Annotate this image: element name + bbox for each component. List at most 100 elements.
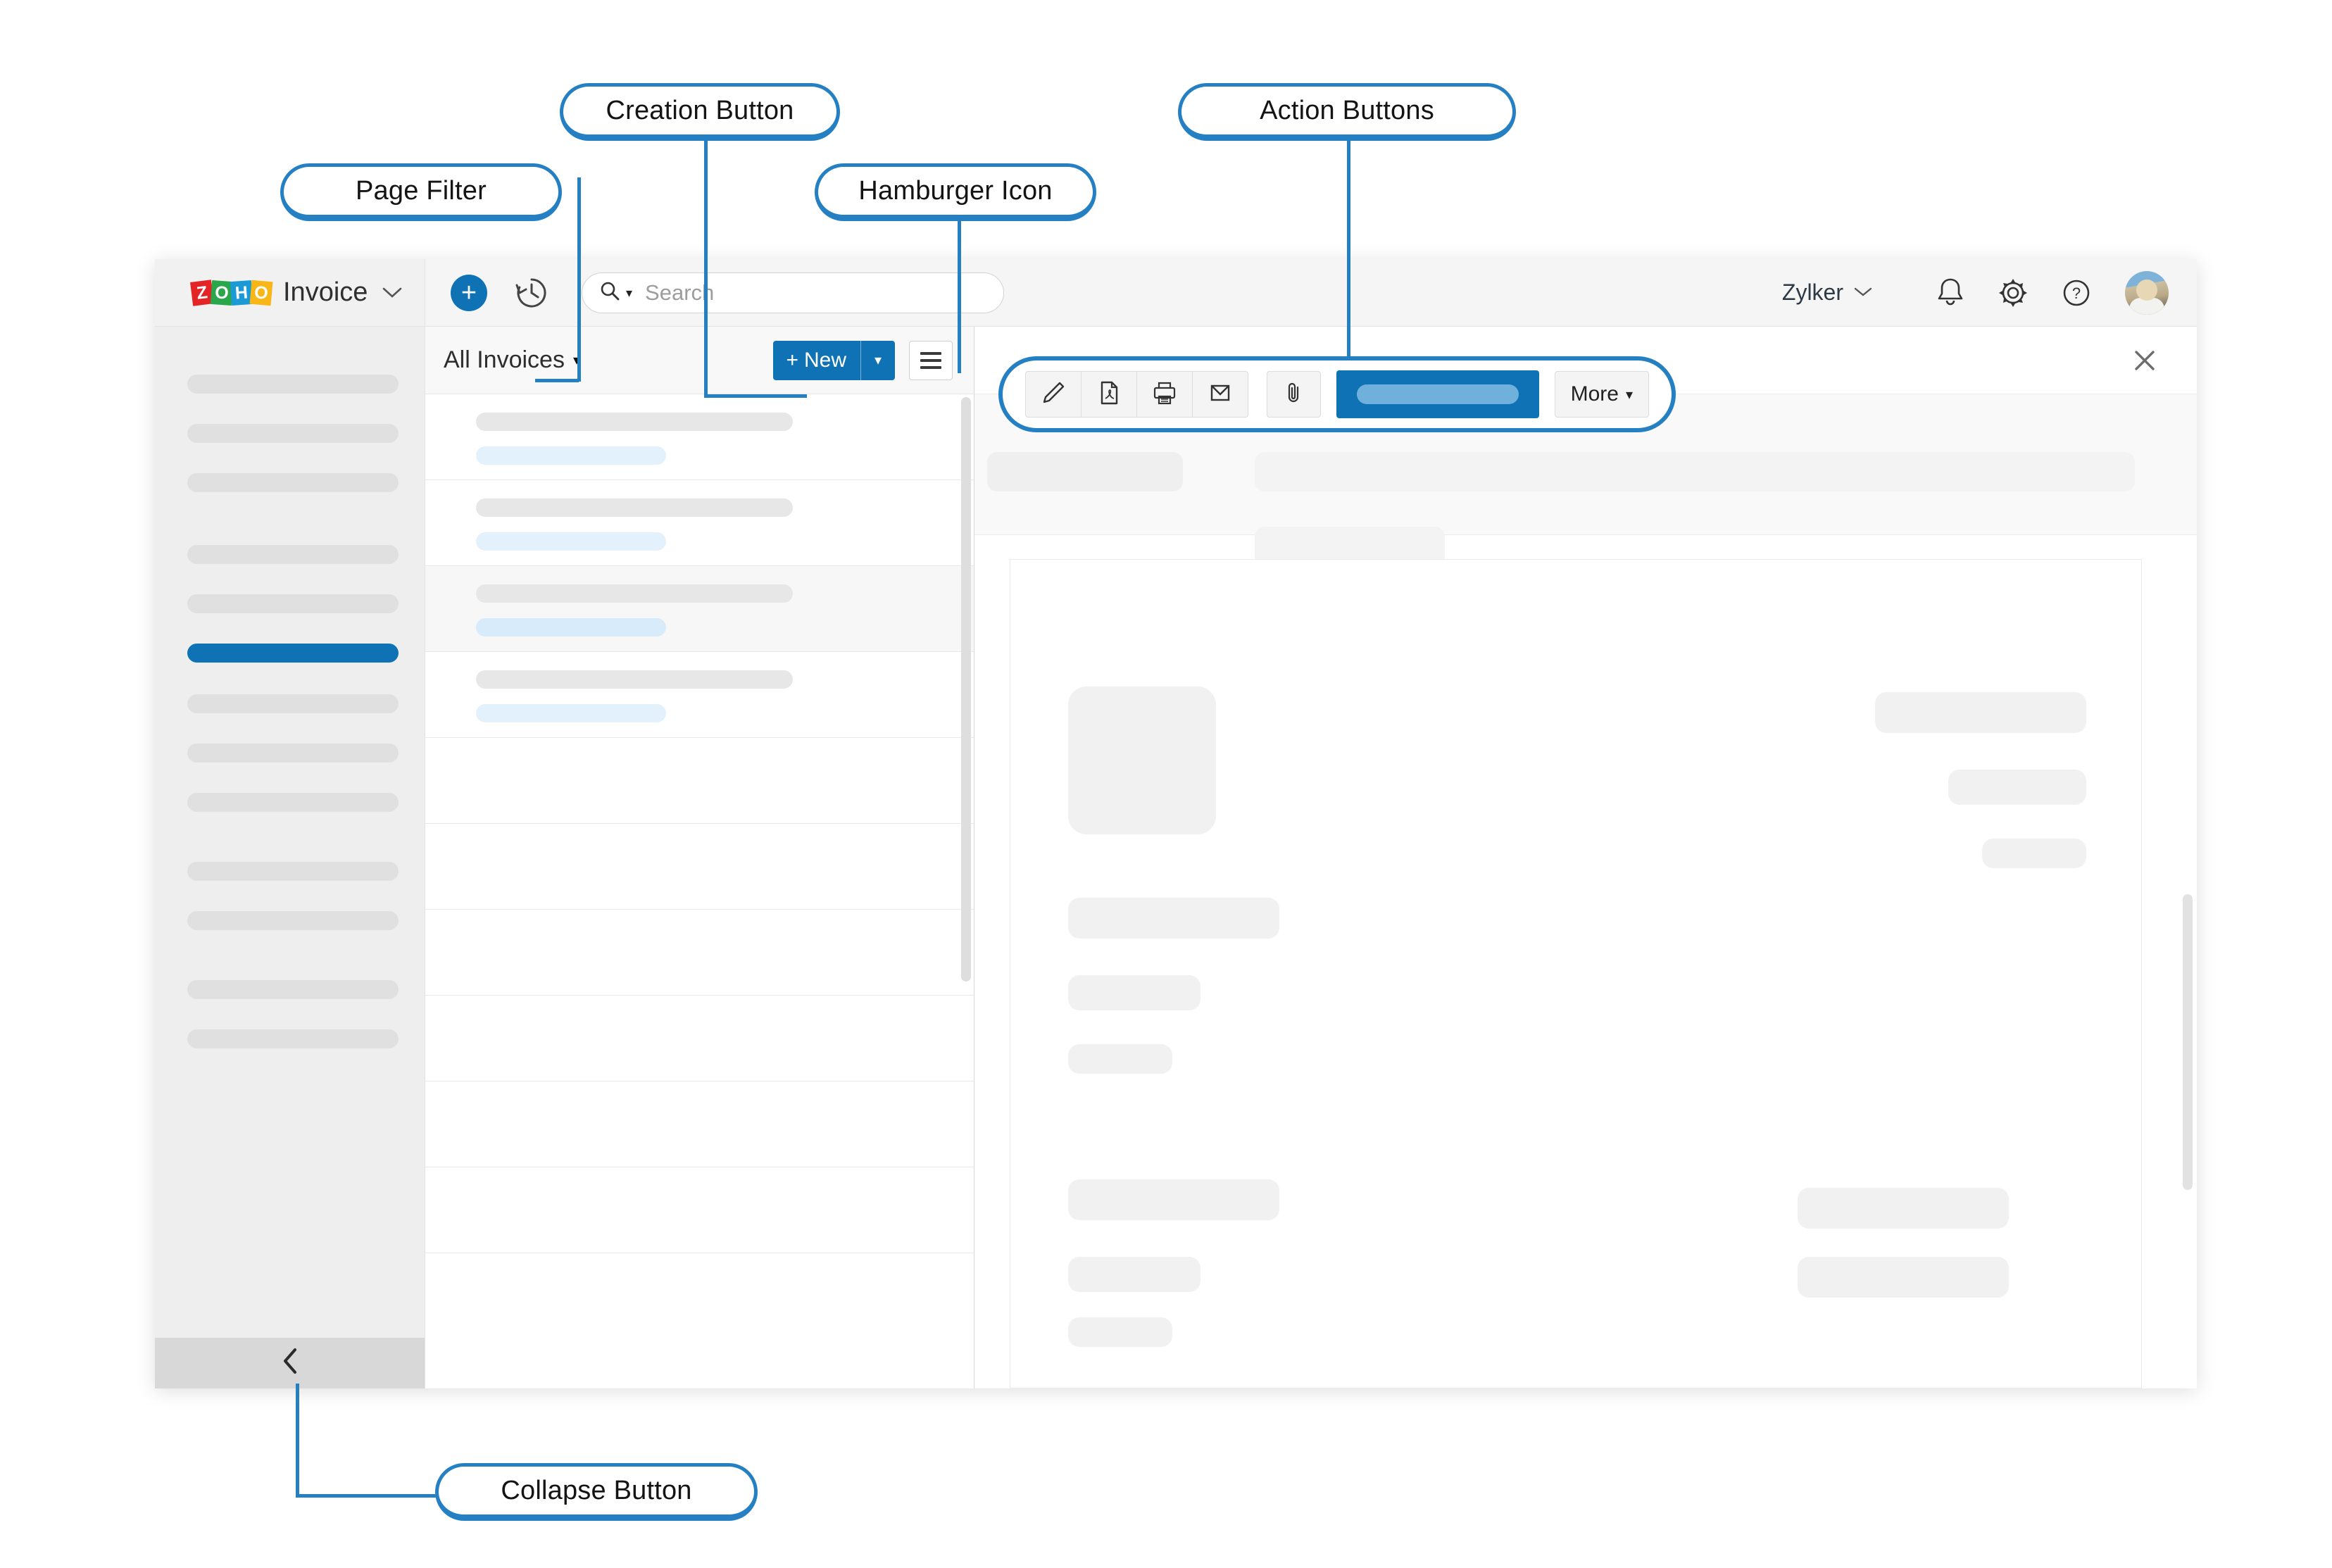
sidebar-item-11[interactable] (187, 911, 399, 930)
leader-creation-button-h (704, 394, 807, 398)
leader-hamburger-icon (958, 218, 961, 373)
page-filter-label: All Invoices (444, 346, 565, 373)
list-item-10[interactable] (425, 1167, 974, 1253)
callout-hamburger-icon: Hamburger Icon (815, 163, 1096, 221)
list-toolbar: All Invoices ▾ + New ▾ (425, 327, 974, 394)
list-item-1[interactable] (425, 394, 974, 480)
search-scope-caret-icon[interactable]: ▾ (626, 285, 633, 300)
callout-action-buttons-label: Action Buttons (1260, 95, 1434, 125)
detail-scrollbar[interactable] (2183, 894, 2193, 1190)
callout-page-filter: Page Filter (280, 163, 562, 221)
row-secondary-placeholder (476, 618, 666, 636)
sidebar-item-9[interactable] (187, 793, 399, 812)
sidebar-item-5[interactable] (187, 594, 399, 613)
hamburger-line-2 (920, 358, 941, 362)
detail-panel (974, 327, 2197, 1388)
row-primary-placeholder (476, 413, 793, 431)
new-button-main[interactable]: + New (773, 340, 861, 380)
callout-page-filter-label: Page Filter (356, 175, 487, 206)
primary-action-label-placeholder (1356, 384, 1519, 404)
brand-logo[interactable]: Z O H O Invoice (155, 259, 425, 326)
callout-creation-button: Creation Button (560, 83, 840, 141)
list-rows (425, 394, 974, 1388)
pdf-file-icon (1095, 379, 1123, 410)
sidebar-item-13[interactable] (187, 1029, 399, 1048)
primary-action-button[interactable] (1336, 370, 1539, 418)
document-left-placeholder-2 (1068, 975, 1201, 1010)
list-item-7[interactable] (425, 910, 974, 996)
leader-page-filter-v (577, 177, 581, 382)
search-input[interactable]: ▾ Search (582, 272, 1004, 313)
list-item-4[interactable] (425, 652, 974, 738)
list-panel: All Invoices ▾ + New ▾ (425, 327, 974, 1388)
list-item-5[interactable] (425, 738, 974, 824)
chevron-down-icon: ▾ (874, 353, 882, 368)
plus-icon: + (460, 277, 477, 308)
sidebar-item-10[interactable] (187, 862, 399, 881)
close-icon[interactable] (2129, 345, 2160, 376)
hamburger-icon[interactable] (909, 340, 953, 380)
row-primary-placeholder (476, 584, 793, 603)
sidebar-item-8[interactable] (187, 744, 399, 763)
sidebar-item-2[interactable] (187, 424, 399, 443)
create-new-button[interactable]: + (451, 274, 487, 311)
row-secondary-placeholder (476, 446, 666, 465)
attach-button[interactable] (1267, 371, 1321, 418)
action-button-group (1025, 371, 1248, 418)
hamburger-line-1 (920, 351, 941, 355)
question-circle-icon[interactable]: ? (2059, 275, 2094, 311)
search-icon (599, 280, 620, 305)
avatar[interactable] (2125, 270, 2169, 315)
sidebar-item-3[interactable] (187, 473, 399, 492)
document-total-placeholder-1 (1798, 1188, 2009, 1229)
print-button[interactable] (1136, 371, 1193, 418)
document-preview-card (1010, 559, 2142, 1388)
sidebar-item-4[interactable] (187, 545, 399, 564)
pdf-button[interactable] (1081, 371, 1137, 418)
organization-name: Zylker (1781, 280, 1843, 305)
callout-action-buttons: Action Buttons (1178, 83, 1516, 141)
header-actions: + ▾ Search (425, 259, 2197, 326)
document-left-placeholder-5 (1068, 1257, 1201, 1292)
list-item-8[interactable] (425, 996, 974, 1081)
row-primary-placeholder (476, 670, 793, 689)
document-total-placeholder-2 (1798, 1257, 2009, 1298)
sidebar-item-1[interactable] (187, 375, 399, 394)
gear-icon[interactable] (1995, 275, 2031, 311)
collapse-button[interactable] (155, 1338, 425, 1388)
product-name: Invoice (283, 277, 368, 307)
page-filter[interactable]: All Invoices ▾ (444, 346, 580, 374)
list-item-6[interactable] (425, 824, 974, 910)
document-left-placeholder-3 (1068, 1044, 1172, 1074)
chevron-left-icon (279, 1346, 301, 1381)
sidebar-item-6-active[interactable] (187, 644, 399, 663)
edit-button[interactable] (1025, 371, 1082, 418)
more-dropdown-button[interactable]: More ▾ (1554, 371, 1649, 418)
bell-icon[interactable] (1933, 275, 1967, 311)
clock-history-icon[interactable] (513, 274, 551, 312)
new-button-dropdown[interactable]: ▾ (861, 341, 895, 380)
list-item-2[interactable] (425, 480, 974, 566)
document-left-placeholder-1 (1068, 898, 1279, 939)
svg-text:?: ? (2072, 284, 2081, 302)
chevron-down-icon[interactable] (382, 284, 403, 302)
hamburger-line-3 (920, 365, 941, 369)
row-primary-placeholder (476, 498, 793, 517)
summary-placeholder-1 (987, 452, 1183, 491)
email-button[interactable] (1192, 371, 1248, 418)
organization-switcher[interactable]: Zylker (1782, 280, 1873, 306)
paperclip-icon (1279, 379, 1308, 410)
app-header: Z O H O Invoice + (155, 259, 2197, 327)
callout-collapse-button: Collapse Button (435, 1463, 758, 1521)
list-item-9[interactable] (425, 1081, 974, 1167)
new-button[interactable]: + New ▾ (773, 340, 895, 380)
list-item-3-selected[interactable] (425, 566, 974, 652)
sidebar-item-12[interactable] (187, 980, 399, 999)
envelope-icon (1206, 379, 1234, 410)
printer-icon (1151, 379, 1179, 410)
leader-creation-button (704, 138, 708, 396)
callout-hamburger-icon-label: Hamburger Icon (858, 175, 1053, 206)
sidebar-item-7[interactable] (187, 694, 399, 713)
list-scrollbar[interactable] (961, 397, 971, 981)
